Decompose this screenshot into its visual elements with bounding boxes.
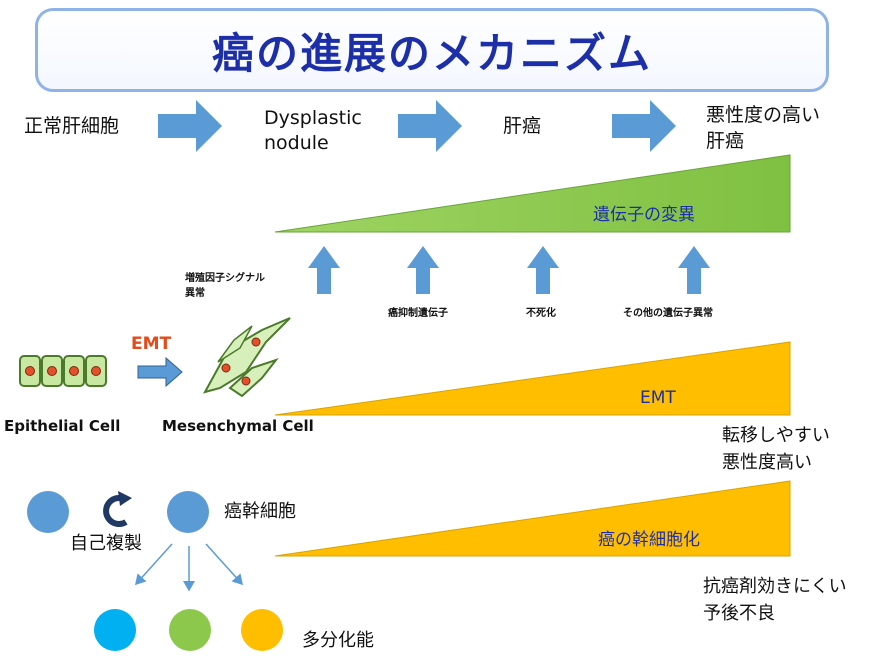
label-emt-wedge: EMT [640, 388, 676, 408]
emt-label: EMT [131, 334, 172, 354]
stem-cell-left [27, 491, 69, 533]
stage-normal-hepatocyte: 正常肝細胞 [24, 115, 120, 137]
cancer-stem-cell-label: 癌幹細胞 [224, 501, 296, 522]
genetic-mutation-wedge [274, 154, 791, 233]
self-renewal-label: 自己複製 [70, 533, 142, 554]
mesenchymal-cells [203, 317, 291, 398]
factor-immortalization: 不死化 [526, 308, 556, 319]
up-arrow-3 [527, 246, 559, 294]
stemness-wedge [274, 480, 791, 557]
up-arrow-2 [407, 246, 439, 294]
outcome-metastasis-line1: 転移しやすい [722, 425, 830, 446]
progression-arrow-1 [158, 100, 222, 152]
factor-growth-signal-line1: 増殖因子シグナル [185, 273, 265, 284]
outcome-resistance-line1: 抗癌剤効きにくい [703, 576, 847, 597]
factor-other-genes: その他の遺伝子異常 [623, 308, 713, 319]
emt-wedge [274, 341, 791, 416]
pluripotency-label: 多分化能 [302, 630, 374, 651]
stage-dysplastic-line1: Dysplastic [264, 107, 362, 129]
stage-high-grade-line2: 肝癌 [706, 130, 745, 152]
label-stemness: 癌の幹細胞化 [598, 530, 700, 550]
differentiated-cell-green [169, 609, 211, 651]
stage-hcc: 肝癌 [503, 115, 542, 137]
differentiated-cell-gold [241, 609, 283, 651]
title-box [35, 8, 829, 92]
label-genetic-mutation: 遺伝子の変異 [593, 205, 695, 225]
epithelial-cells [19, 355, 107, 387]
outcome-resistance-line2: 予後不良 [703, 603, 775, 624]
outcome-metastasis-line2: 悪性度高い [722, 452, 812, 473]
up-arrow-4 [678, 246, 710, 294]
mesenchymal-cell-label: Mesenchymal Cell [162, 417, 314, 435]
up-arrow-1 [308, 246, 340, 294]
page-title: 癌の進展のメカニズム [211, 28, 652, 78]
emt-arrow [137, 356, 183, 388]
progression-arrow-2 [398, 100, 462, 152]
stage-dysplastic-line2: nodule [264, 132, 329, 154]
progression-arrow-3 [612, 100, 676, 152]
stage-high-grade-line1: 悪性度の高い [706, 104, 821, 126]
epithelial-cell-label: Epithelial Cell [4, 417, 121, 435]
stem-cell-right [167, 491, 209, 533]
differentiated-cell-cyan [94, 609, 136, 651]
factor-growth-signal-line2: 異常 [185, 288, 205, 299]
factor-tumor-suppressor: 癌抑制遺伝子 [388, 308, 448, 319]
